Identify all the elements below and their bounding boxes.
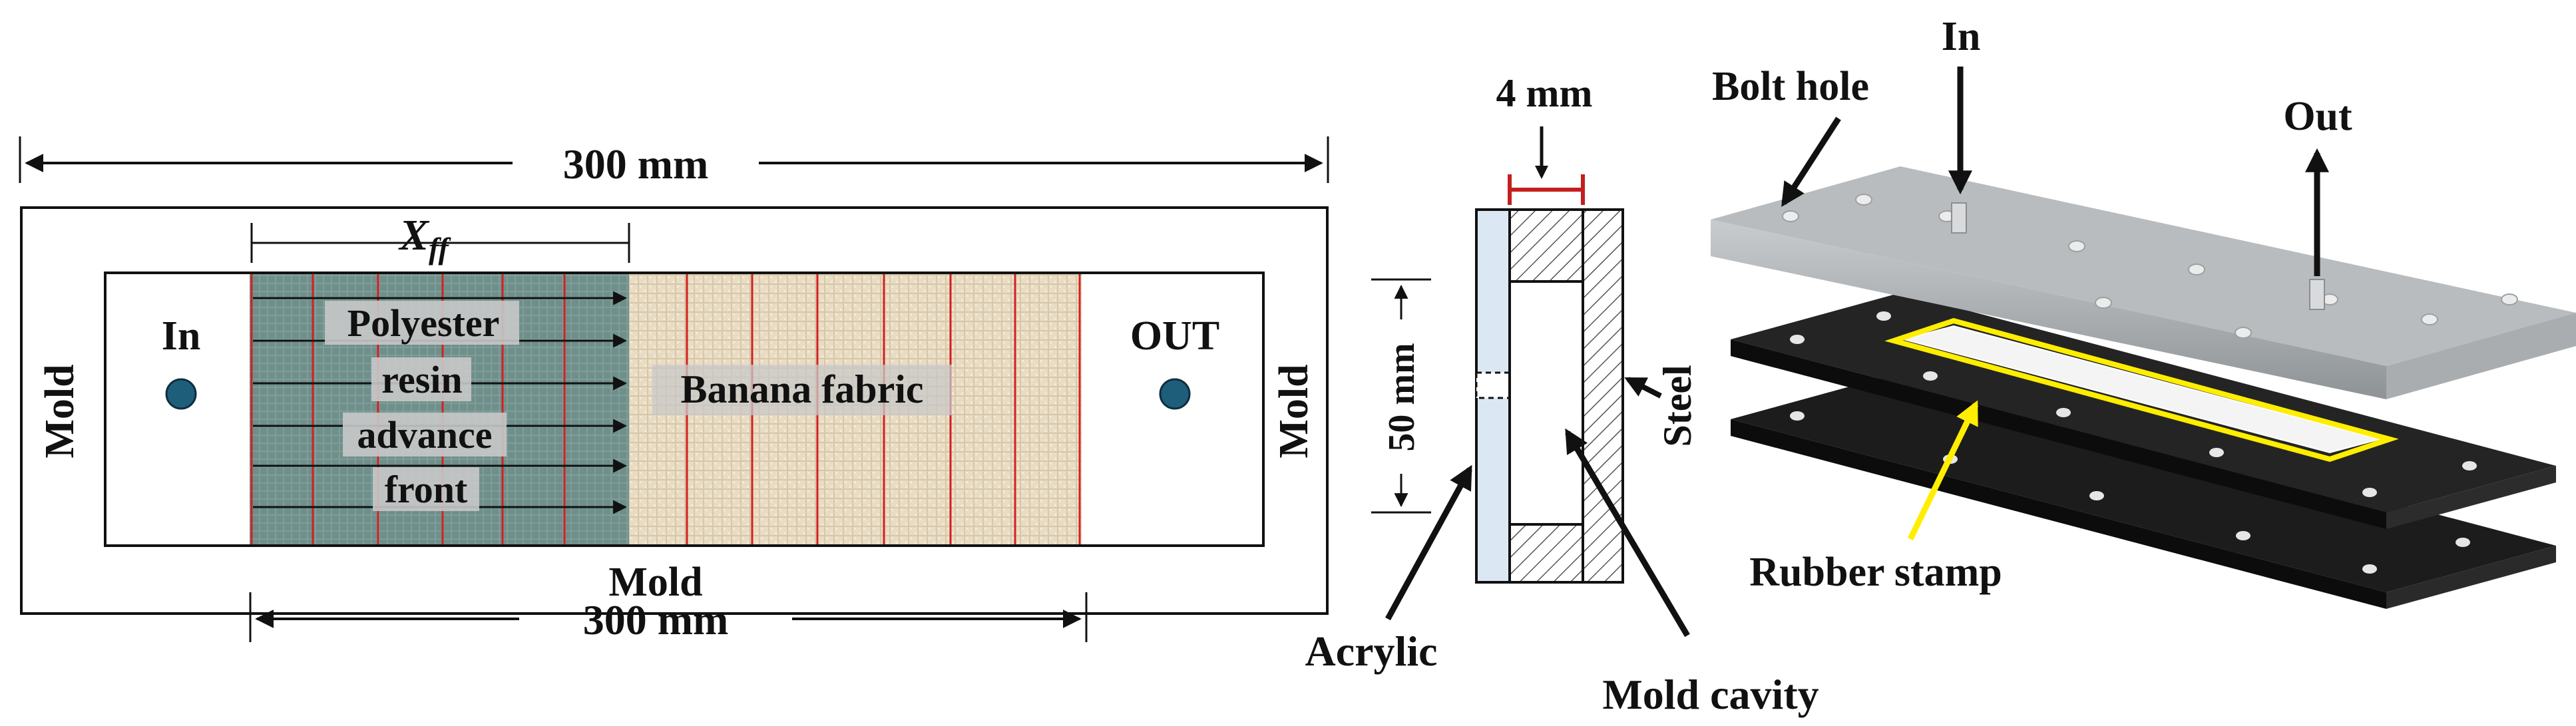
top-width-label: 300 mm	[563, 140, 709, 188]
rubber-stamp-label: Rubber stamp	[1749, 550, 2002, 595]
mold-bottom-label: Mold	[608, 560, 702, 605]
xff-dimension: Xff	[250, 211, 630, 266]
top-width-dimension: 300 mm	[19, 136, 1329, 188]
acrylic-inlet-hole	[1475, 371, 1511, 399]
inlet-label: In	[162, 313, 201, 359]
fabric-label: Banana fabric	[680, 367, 923, 411]
cavity-label: Mold cavity	[1602, 671, 1819, 718]
resin-label-line-3: advance	[357, 413, 493, 456]
cavity-arrow	[1565, 428, 1690, 637]
height-label: 50 mm	[1381, 343, 1422, 451]
stamp-bottom	[1508, 523, 1584, 584]
resin-label-group: Polyester resin advance front	[325, 301, 519, 511]
outlet-port-icon	[1159, 378, 1191, 410]
exploded-view: Bolt hole In Out Rubber stamp	[1711, 14, 2576, 609]
section-view: 4 mm 50 mm Steel Acrylic	[1305, 71, 1819, 718]
mold-left-label: Mold	[37, 364, 83, 458]
rubber-stamp-arrow	[1907, 400, 1979, 540]
bottom-width-dimension: 300 mm	[249, 592, 1088, 643]
bolt-hole-arrow	[1781, 116, 1841, 208]
bottom-width-label: 300 mm	[583, 596, 729, 643]
stamp-top	[1508, 208, 1584, 283]
steel-label: Steel	[1655, 365, 1699, 447]
height-dimension: 50 mm	[1371, 278, 1431, 514]
mold-right-label: Mold	[1271, 364, 1317, 458]
exploded-outlet-label: Out	[2283, 94, 2352, 139]
outlet-port-cylinder	[2309, 279, 2325, 310]
resin-label-line-2: resin	[381, 358, 462, 401]
steel-arrow	[1624, 377, 1662, 399]
top-acrylic-plate	[1711, 166, 2576, 399]
rubber-stamp-highlight	[1884, 317, 2399, 462]
inlet-port-icon	[165, 378, 197, 410]
middle-plate	[1731, 293, 2556, 529]
steel-plate	[1582, 208, 1624, 584]
exploded-inlet-label: In	[1942, 14, 1981, 59]
thickness-label: 4 mm	[1496, 71, 1593, 115]
top-view: 300 mm	[19, 136, 1329, 643]
mold-cavity-section	[1508, 280, 1584, 526]
fabric-label-bg	[652, 365, 952, 415]
inlet-port-cylinder	[1951, 202, 1967, 234]
acrylic-arrow	[1385, 464, 1472, 621]
xff-label: Xff	[398, 211, 452, 266]
outlet-label: OUT	[1130, 313, 1219, 359]
bolt-hole-label: Bolt hole	[1712, 64, 1869, 109]
resin-label-line-1: Polyester	[347, 301, 500, 345]
resin-label-line-4: front	[385, 468, 468, 511]
acrylic-label: Acrylic	[1305, 628, 1438, 675]
thickness-marker	[1508, 174, 1585, 205]
